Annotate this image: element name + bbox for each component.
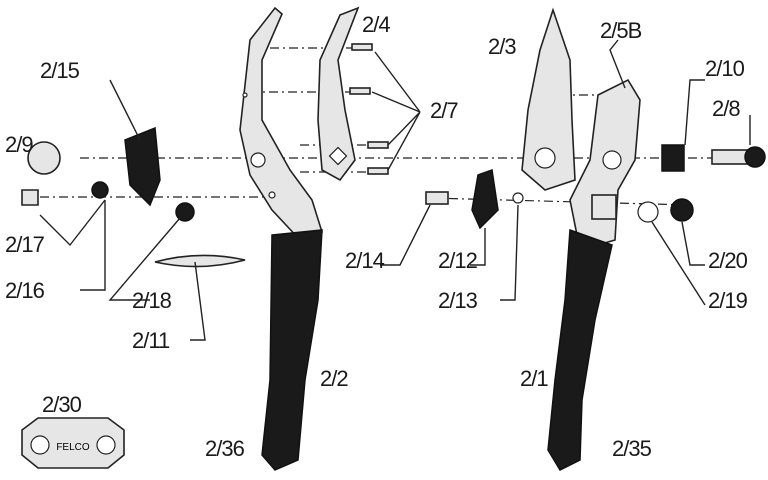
part-2-7-screws (349, 43, 421, 175)
part-2-15-lever (124, 126, 161, 207)
label-2-13: 2/13 (438, 288, 478, 313)
part-2-30-key: FELCO (21, 417, 125, 469)
part-2-14-screw (425, 191, 449, 205)
label-2-5b: 2/5B (600, 18, 642, 43)
label-2-4: 2/4 (362, 12, 390, 37)
part-2-1-handle (547, 78, 641, 471)
label-2-14: 2/14 (345, 248, 385, 273)
label-2-17: 2/17 (5, 232, 45, 257)
label-2-1: 2/1 (520, 366, 548, 391)
part-2-10-nut (661, 144, 685, 172)
part-2-9-gear (27, 141, 61, 175)
part-2-11-spring (154, 254, 246, 268)
part-2-13-washer (512, 192, 524, 204)
part-2-17-screw (21, 189, 39, 206)
label-2-18: 2/18 (132, 288, 172, 313)
leader-lines (39, 39, 751, 341)
part-2-16-spring (91, 181, 109, 199)
label-2-3: 2/3 (488, 34, 516, 59)
part-2-4-plate (317, 6, 360, 182)
part-2-18-nut (175, 202, 195, 222)
small-parts (21, 126, 766, 268)
felco-logo: FELCO (56, 442, 90, 453)
label-2-2: 2/2 (320, 366, 348, 391)
label-2-36: 2/36 (205, 436, 245, 461)
label-2-10: 2/10 (705, 56, 745, 81)
label-2-9: 2/9 (5, 132, 33, 157)
part-2-12-catch (471, 168, 499, 230)
label-2-16: 2/16 (5, 278, 45, 303)
label-2-7: 2/7 (430, 98, 458, 123)
part-labels: 2/4 2/3 2/5B 2/10 2/15 2/7 2/8 2/9 2/17 … (5, 12, 749, 461)
label-2-19: 2/19 (708, 288, 748, 313)
label-2-8: 2/8 (712, 96, 740, 121)
part-2-19-ring (637, 201, 659, 223)
label-2-20: 2/20 (708, 248, 748, 273)
part-2-20-cap (670, 198, 694, 222)
label-2-30: 2/30 (42, 392, 82, 417)
label-2-11: 2/11 (132, 328, 170, 353)
label-2-35: 2/35 (612, 436, 652, 461)
label-2-15: 2/15 (40, 58, 80, 83)
part-2-2-handle (239, 6, 323, 471)
label-2-12: 2/12 (438, 248, 478, 273)
part-2-3-blade (521, 7, 576, 191)
